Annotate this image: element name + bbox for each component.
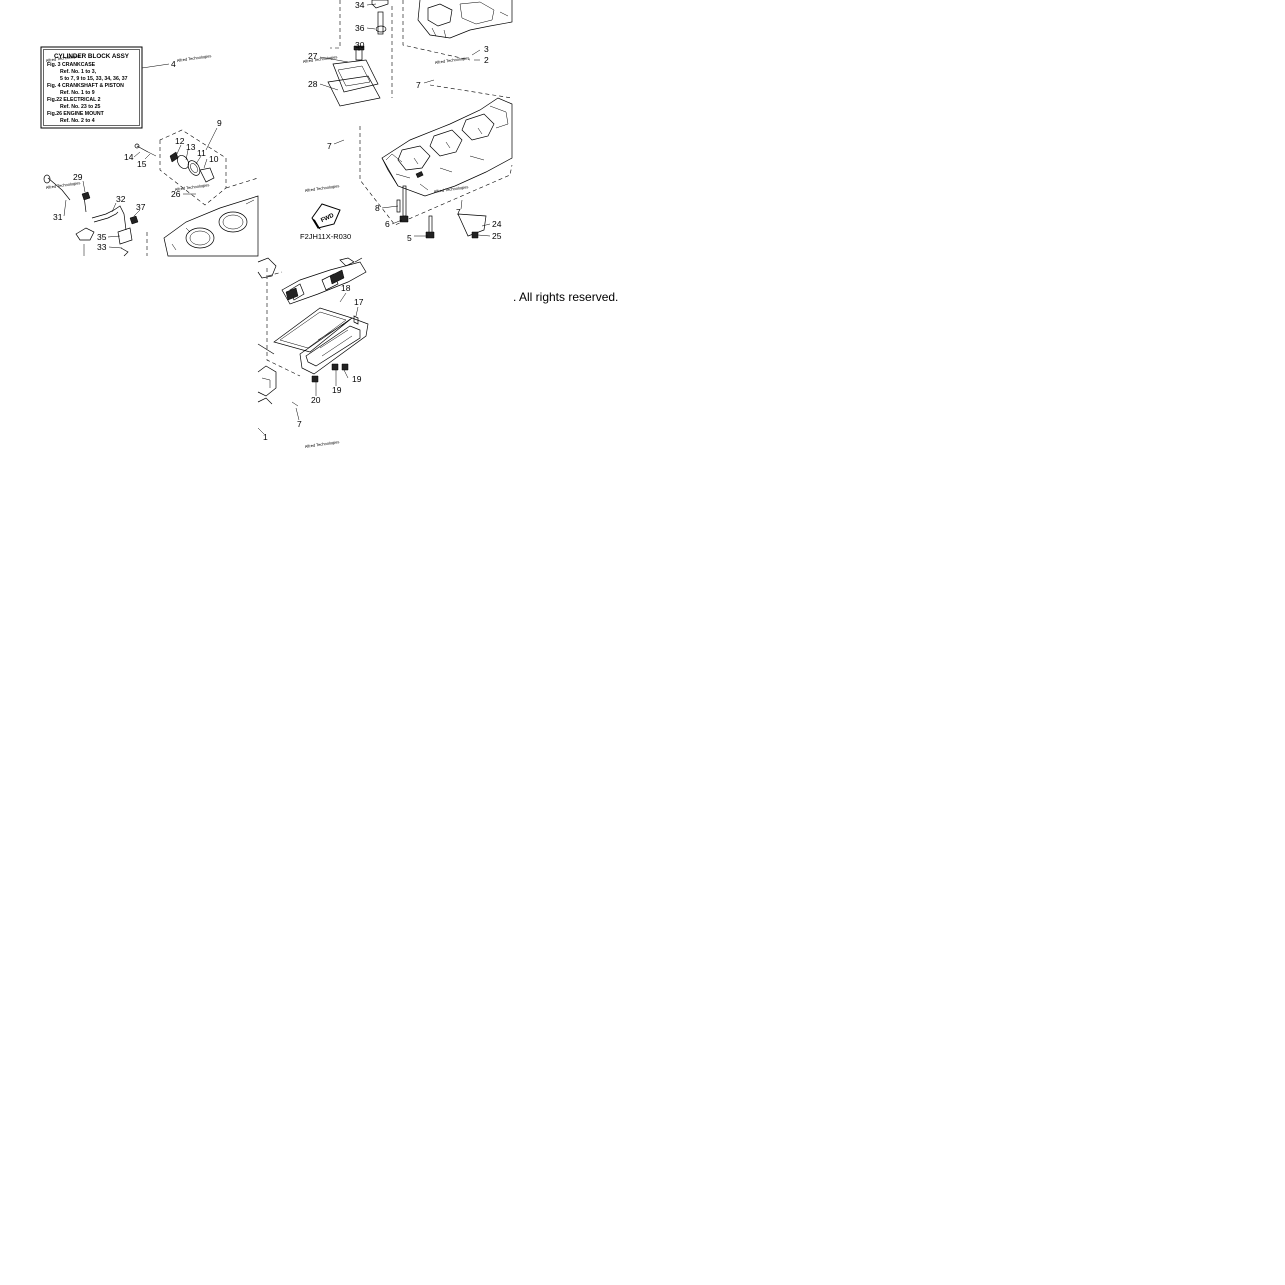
fwd-arrow: FWD: [311, 203, 341, 230]
oil-pipe-assembly: [43, 174, 139, 257]
callout-34: 34: [355, 0, 365, 10]
legend-title: CYLINDER BLOCK ASSY: [54, 53, 130, 60]
legend-line: Fig. 4 CRANKSHAFT & PISTON: [47, 83, 124, 89]
legend-line: Fig. 3 CRANKCASE: [47, 62, 96, 68]
callout-7: 7: [416, 80, 421, 90]
callout-18: 18: [341, 283, 351, 293]
legend-line: 5 to 7, 9 to 15, 33, 34, 36, 37: [60, 76, 128, 82]
callout-27: 27: [308, 51, 318, 61]
callout-9: 9: [217, 118, 222, 128]
callout-6: 6: [385, 219, 390, 229]
watermark: Alfred Technologies: [304, 183, 339, 193]
callout-15: 15: [137, 159, 147, 169]
callout-7: 7: [297, 419, 302, 429]
watermark: Alfred Technologies: [174, 182, 209, 192]
callout-2: 2: [484, 55, 489, 65]
watermark: Alfred Technologies: [433, 184, 468, 194]
callout-14: 14: [124, 152, 134, 162]
legend-line: Ref. No. 2 to 4: [60, 118, 95, 124]
callout-11: 11: [197, 148, 206, 158]
callout-31: 31: [53, 212, 63, 222]
callout-35: 35: [97, 232, 107, 242]
callout-7: 7: [327, 141, 332, 151]
callout-13: 13: [186, 142, 196, 152]
callout-1: 1: [263, 432, 268, 442]
callout-10: 10: [209, 154, 219, 164]
callout-4: 4: [171, 59, 176, 69]
legend-box: CYLINDER BLOCK ASSY Fig. 3 CRANKCASE Ref…: [40, 46, 176, 129]
cylinder-block: [146, 129, 259, 257]
crankcase-upper: [402, 0, 513, 61]
callout-7: 7: [456, 207, 461, 217]
callout-36: 36: [355, 23, 365, 33]
callout-32: 32: [116, 194, 126, 204]
legend-line: Ref. No. 1 to 9: [60, 90, 95, 96]
leader-lines: [63, 3, 491, 421]
callout-29: 29: [73, 172, 83, 182]
callout-12: 12: [175, 136, 185, 146]
callout-28: 28: [308, 79, 318, 89]
callout-20: 20: [311, 395, 321, 405]
callout-24: 24: [492, 219, 502, 229]
watermark: Alfred Technologies: [434, 55, 469, 65]
intake-plate: [299, 315, 369, 383]
watermarks: Alfred Technologies Alfred Technologies …: [45, 53, 469, 449]
callout-37: 37: [136, 202, 146, 212]
callout-19: 19: [352, 374, 362, 384]
callout-25: 25: [492, 231, 502, 241]
watermark: Alfred Technologies: [304, 439, 339, 449]
callout-19: 19: [332, 385, 342, 395]
watermark: Alfred Technologies: [302, 54, 337, 64]
legend-line: Fig.26 ENGINE MOUNT: [47, 111, 105, 117]
cover-plate-assembly: [327, 0, 393, 107]
callout-17: 17: [354, 297, 364, 307]
fwd-label: FWD: [320, 213, 336, 224]
legend-line: Ref. No. 1 to 3,: [60, 69, 97, 75]
callout-33: 33: [97, 242, 107, 252]
intake-lower-fragment: [257, 343, 299, 435]
callout-8: 8: [375, 203, 380, 213]
thermostat-assembly: [134, 143, 215, 183]
callout-5: 5: [407, 233, 412, 243]
callouts: 34 36 30 27 28 7 7 3 2 8 6 5 7 24 25 9 1…: [53, 0, 502, 442]
callout-30: 30: [355, 40, 365, 50]
crankcase-lower: [359, 84, 513, 226]
legend-line: Ref. No. 23 to 25: [60, 104, 100, 110]
watermark: Alfred Technologies: [45, 53, 80, 63]
callout-26: 26: [171, 189, 181, 199]
copyright-notice: . All rights reserved.: [513, 290, 619, 304]
watermark: Alfred Technologies: [176, 53, 211, 63]
diagram-code: F2JH11X-R030: [300, 232, 351, 241]
legend-line: Fig.22 ELECTRICAL 2: [47, 97, 101, 103]
callout-3: 3: [484, 44, 489, 54]
intake-manifold: [257, 257, 367, 377]
crankcase-bolts: [396, 185, 487, 239]
watermark: Alfred Technologies: [45, 180, 80, 190]
